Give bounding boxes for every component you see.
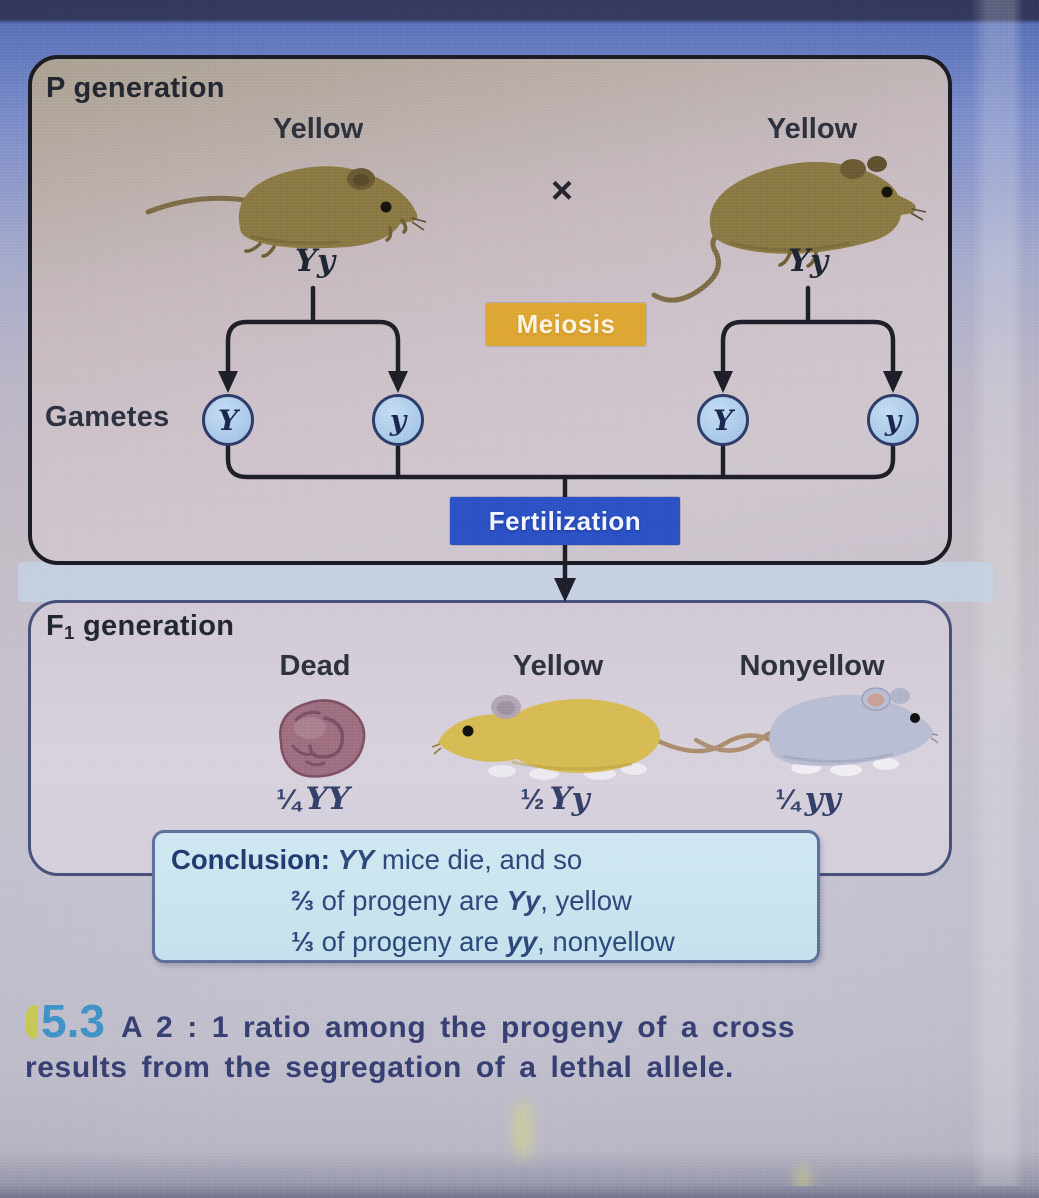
caption-text-line2: results from the segregation of a lethal… bbox=[25, 1051, 734, 1084]
meiosis-box: Meiosis bbox=[486, 303, 646, 346]
panel-gap-band bbox=[18, 562, 993, 602]
gamete-letter: Y bbox=[713, 403, 733, 437]
conclusion-text: mice die, and so bbox=[374, 844, 583, 875]
p-left-yellow-mouse-image bbox=[145, 166, 427, 258]
gamete-circle-y-right: y bbox=[867, 394, 919, 446]
genotype-value: YY bbox=[305, 781, 350, 817]
p-generation-title: P generation bbox=[46, 72, 225, 104]
fraction-value: ¼ bbox=[276, 784, 301, 816]
f1-generation-title: F1 generation bbox=[46, 610, 234, 644]
fraction-value: ¼ bbox=[775, 784, 800, 816]
gamete-letter: y bbox=[389, 403, 407, 437]
gamete-circle-y-left: y bbox=[372, 394, 424, 446]
f1-title-rest: generation bbox=[74, 610, 235, 642]
caption-text-line1: A 2 : 1 ratio among the progeny of a cro… bbox=[120, 1011, 796, 1044]
caption-marker-icon bbox=[25, 1004, 38, 1039]
conclusion-text: , yellow bbox=[540, 885, 632, 916]
fertilization-label: Fertilization bbox=[488, 505, 642, 536]
fertilization-box: Fertilization bbox=[450, 497, 680, 545]
conclusion-text: of progeny are bbox=[313, 885, 507, 916]
figure-number: 5.3 bbox=[41, 995, 105, 1047]
conclusion-fraction: ⅓ bbox=[291, 926, 314, 957]
gamete-letter: y bbox=[884, 403, 902, 437]
gamete-circle-Y-right: Y bbox=[697, 394, 749, 446]
conclusion-genotype: Yy bbox=[506, 885, 541, 916]
p-left-phenotype-label: Yellow bbox=[272, 113, 364, 145]
gametes-label: Gametes bbox=[45, 401, 170, 433]
p-left-genotype-label: Yy bbox=[294, 243, 336, 279]
conclusion-text: , nonyellow bbox=[537, 926, 675, 957]
conclusion-line-1: Conclusion: YY mice die, and so bbox=[171, 839, 803, 880]
dead-embryo-image bbox=[279, 699, 366, 778]
p-right-genotype-label: Yy bbox=[787, 243, 829, 279]
caption-line-1: 5.3 A 2 : 1 ratio among the progeny of a… bbox=[25, 998, 975, 1045]
f1-nonyellow-mouse-image bbox=[693, 687, 938, 776]
genotype-value: Yy bbox=[549, 781, 590, 817]
gamete-circle-Y-left: Y bbox=[202, 394, 254, 446]
conclusion-box: Conclusion: YY mice die, and so ⅔ of pro… bbox=[152, 830, 820, 963]
p-right-phenotype-label: Yellow bbox=[766, 113, 858, 145]
conclusion-line-3: ⅓ of progeny are yy, nonyellow bbox=[171, 921, 803, 962]
gamete-letter: Y bbox=[218, 403, 238, 437]
conclusion-line-2: ⅔ of progeny are Yy, yellow bbox=[171, 880, 803, 921]
offspring-yellow-label: Yellow bbox=[512, 650, 604, 682]
offspring-dead-label: Dead bbox=[279, 650, 351, 682]
f1-title-main: F bbox=[46, 610, 65, 642]
f1-yellow-mouse-image bbox=[432, 695, 777, 780]
conclusion-heading: Conclusion: bbox=[171, 844, 330, 875]
genotype-value: yy bbox=[804, 781, 841, 817]
f1-title-subscript: 1 bbox=[64, 622, 75, 644]
cross-symbol: × bbox=[550, 170, 574, 212]
p-right-yellow-mouse-image bbox=[651, 156, 927, 303]
conclusion-genotype: yy bbox=[506, 926, 538, 957]
figure-caption: 5.3 A 2 : 1 ratio among the progeny of a… bbox=[25, 998, 975, 1085]
fraction-value: ½ bbox=[520, 784, 545, 816]
conclusion-fraction: ⅔ bbox=[291, 885, 314, 916]
offspring-nonyellow-label: Nonyellow bbox=[739, 650, 885, 682]
meiosis-label: Meiosis bbox=[516, 309, 616, 339]
screen-bottom-edge bbox=[0, 1186, 1039, 1198]
conclusion-genotype: YY bbox=[337, 844, 375, 875]
conclusion-text: of progeny are bbox=[313, 926, 507, 957]
